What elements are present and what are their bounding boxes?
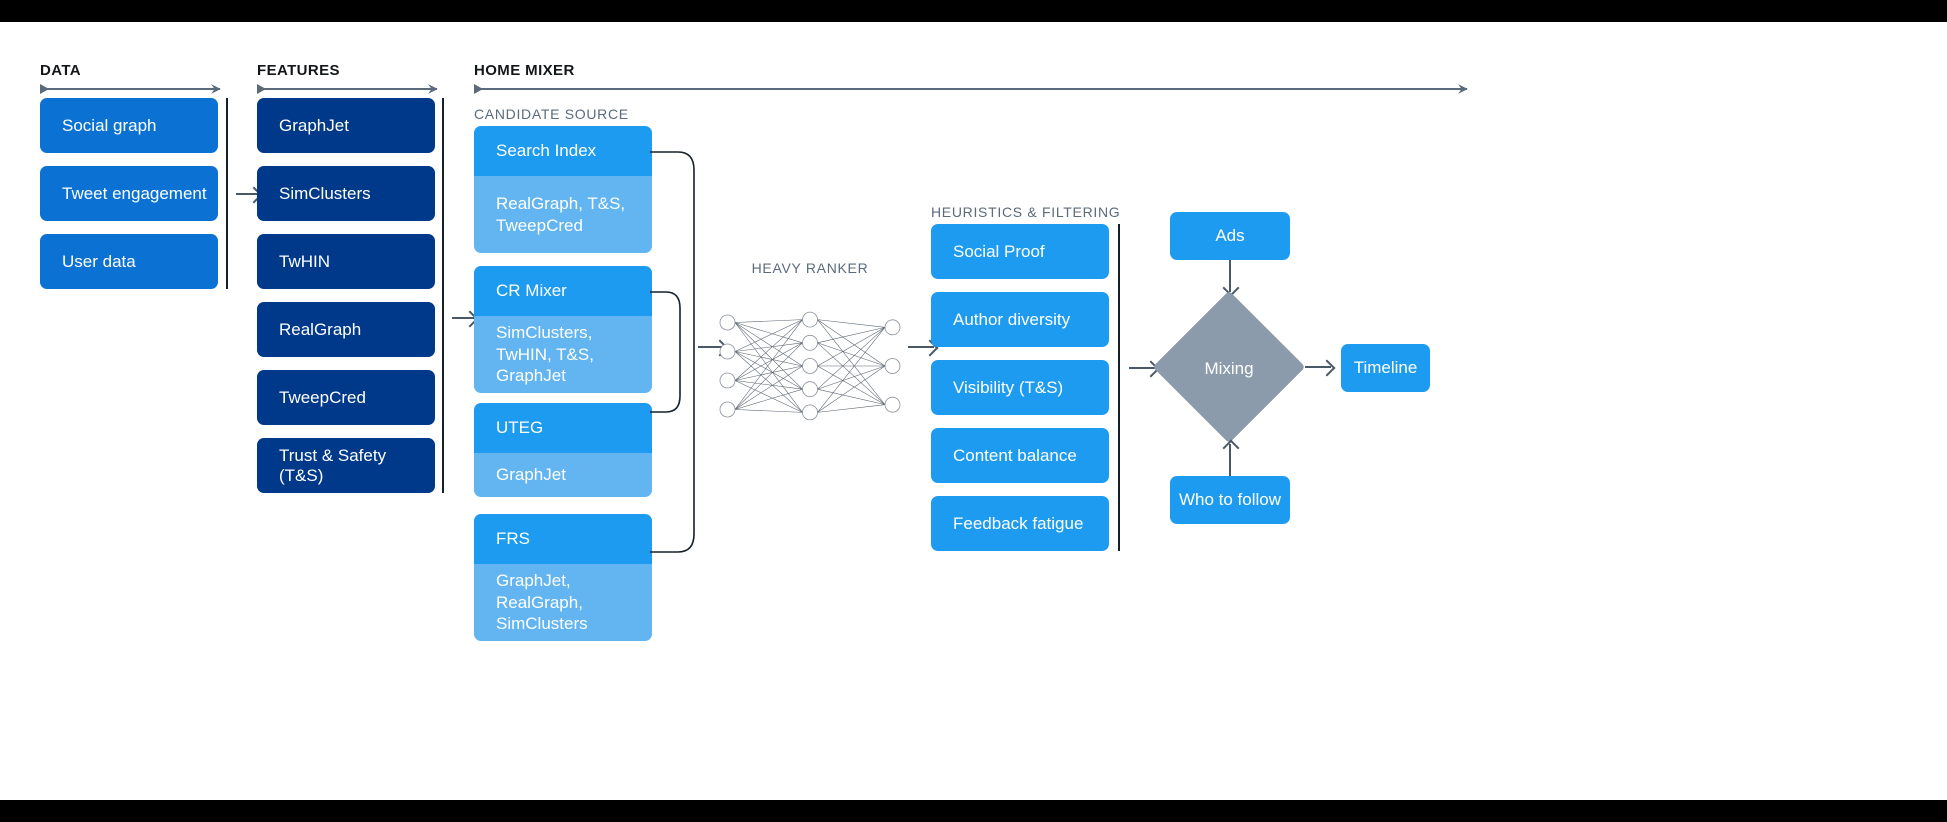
subsection-title-candidate-source: CANDIDATE SOURCE <box>474 106 629 122</box>
feature-box-twhin[interactable]: TwHIN <box>257 234 435 289</box>
feature-box-trust-and-safety[interactable]: Trust & Safety (T&S) <box>257 438 435 493</box>
data-box-label: Social graph <box>62 115 157 135</box>
data-box-tweet-engagement[interactable]: Tweet engagement <box>40 166 218 221</box>
data-box-user-data[interactable]: User data <box>40 234 218 289</box>
section-rule-features <box>257 84 437 94</box>
section-title-home-mixer: HOME MIXER <box>474 62 575 79</box>
arrow-mixing-to-timeline <box>1305 366 1331 368</box>
heavy-ranker-title: HEAVY RANKER <box>751 260 869 276</box>
candidate-source-cr-mixer[interactable]: CR Mixer SimClusters, TwHIN, T&S, GraphJ… <box>474 266 652 393</box>
candidate-source-name: FRS <box>474 514 652 564</box>
arrow-features-to-candidate-source <box>452 317 474 319</box>
feature-box-simclusters[interactable]: SimClusters <box>257 166 435 221</box>
candidate-source-name: UTEG <box>474 403 652 453</box>
section-rule-data <box>40 84 220 94</box>
candidate-source-name: Search Index <box>474 126 652 176</box>
data-box-social-graph[interactable]: Social graph <box>40 98 218 153</box>
feature-box-label: Trust & Safety (T&S) <box>279 445 387 485</box>
heuristic-box-label: Social Proof <box>953 241 1045 261</box>
candidate-source-search-index[interactable]: Search Index RealGraph, T&S, TweepCred <box>474 126 652 253</box>
feature-box-label: RealGraph <box>279 319 362 339</box>
arrow-ads-to-mixing <box>1229 260 1231 292</box>
timeline-box[interactable]: Timeline <box>1341 344 1430 392</box>
arrow-heuristics-to-mixing <box>1129 367 1155 369</box>
heuristic-box-label: Content balance <box>953 445 1077 465</box>
candidate-source-features: RealGraph, T&S, TweepCred <box>474 176 652 253</box>
heuristic-box-social-proof[interactable]: Social Proof <box>931 224 1109 279</box>
candidate-source-features: SimClusters, TwHIN, T&S, GraphJet <box>474 316 652 393</box>
diagram-canvas: DATA FEATURES HOME MIXER CANDIDATE SOURC… <box>0 22 1947 800</box>
data-box-label: Tweet engagement <box>62 183 207 203</box>
heavy-ranker-neural-network <box>719 311 901 421</box>
data-box-label: User data <box>62 251 136 271</box>
subsection-title-heuristics: HEURISTICS & FILTERING <box>931 204 1121 220</box>
mixing-label: Mixing <box>1204 359 1254 378</box>
arrow-who-to-follow-to-mixing <box>1229 444 1231 476</box>
ads-box[interactable]: Ads <box>1170 212 1290 260</box>
feature-box-graphjet[interactable]: GraphJet <box>257 98 435 153</box>
heuristic-box-content-balance[interactable]: Content balance <box>931 428 1109 483</box>
feature-box-label: TwHIN <box>279 251 330 271</box>
candidate-source-connector-brackets <box>650 151 695 553</box>
candidate-source-name: CR Mixer <box>474 266 652 316</box>
bottom-letterbox-bar <box>0 800 1947 822</box>
candidate-source-frs[interactable]: FRS GraphJet, RealGraph, SimClusters <box>474 514 652 641</box>
heuristic-box-visibility[interactable]: Visibility (T&S) <box>931 360 1109 415</box>
heuristic-box-label: Feedback fatigue <box>953 513 1084 533</box>
feature-box-realgraph[interactable]: RealGraph <box>257 302 435 357</box>
arrow-heavy-ranker-to-heuristics <box>908 346 934 348</box>
arrow-data-to-features <box>236 193 258 195</box>
heuristic-box-label: Visibility (T&S) <box>953 377 1064 397</box>
who-to-follow-label: Who to follow <box>1178 490 1282 509</box>
feature-box-tweepcred[interactable]: TweepCred <box>257 370 435 425</box>
heuristic-box-author-diversity[interactable]: Author diversity <box>931 292 1109 347</box>
divider-heuristics-mixing <box>1118 224 1120 551</box>
divider-data-features <box>226 98 228 289</box>
heuristic-box-feedback-fatigue[interactable]: Feedback fatigue <box>931 496 1109 551</box>
section-rule-home-mixer <box>474 84 1467 94</box>
candidate-source-features: GraphJet, RealGraph, SimClusters <box>474 564 652 641</box>
ads-label: Ads <box>1215 226 1245 245</box>
who-to-follow-box[interactable]: Who to follow <box>1170 476 1290 524</box>
feature-box-label: SimClusters <box>279 183 371 203</box>
candidate-source-features: GraphJet <box>474 453 652 497</box>
timeline-label: Timeline <box>1353 358 1418 377</box>
candidate-source-uteg[interactable]: UTEG GraphJet <box>474 403 652 497</box>
arrow-candidate-source-to-heavy-ranker <box>698 346 724 348</box>
section-title-data: DATA <box>40 62 82 79</box>
heuristic-box-label: Author diversity <box>953 309 1071 329</box>
divider-features-home-mixer <box>442 98 444 493</box>
section-title-features: FEATURES <box>257 62 340 79</box>
top-letterbox-bar <box>0 0 1947 22</box>
feature-box-label: GraphJet <box>279 115 349 135</box>
feature-box-label: TweepCred <box>279 387 366 407</box>
